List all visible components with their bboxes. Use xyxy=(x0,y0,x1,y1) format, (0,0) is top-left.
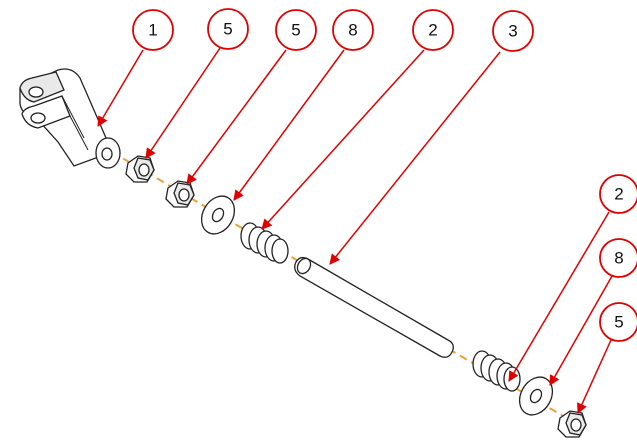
balloon-2b: 2 xyxy=(599,174,637,214)
pin-rod xyxy=(294,256,454,358)
balloon-2a: 2 xyxy=(412,9,454,51)
balloon-5c: 5 xyxy=(599,302,637,342)
spring-1 xyxy=(240,222,289,264)
leader-5b xyxy=(186,49,287,185)
leader-2a xyxy=(261,49,425,230)
balloon-8b: 8 xyxy=(599,238,637,278)
leader-lines xyxy=(97,47,613,414)
leader-2b xyxy=(508,211,610,382)
hex-nut-3 xyxy=(557,410,587,438)
balloon-1: 1 xyxy=(132,9,174,51)
balloon-8a-label: 8 xyxy=(348,21,357,40)
washer-2 xyxy=(518,376,554,416)
balloon-5b: 5 xyxy=(275,9,317,51)
leader-8b xyxy=(549,275,613,386)
balloon-1-label: 1 xyxy=(148,21,157,40)
leader-8a xyxy=(233,49,345,201)
balloon-5a: 5 xyxy=(207,8,249,50)
leader-5a xyxy=(145,47,221,159)
balloon-5c-label: 5 xyxy=(614,313,623,332)
spring-2 xyxy=(472,350,521,392)
balloon-8b-label: 8 xyxy=(614,249,623,268)
leader-1 xyxy=(97,49,144,127)
leader-5c xyxy=(577,339,612,414)
balloon-2b-label: 2 xyxy=(614,185,623,204)
balloon-8a: 8 xyxy=(332,9,374,51)
clevis-part xyxy=(19,68,121,169)
balloon-5b-label: 5 xyxy=(291,21,300,40)
balloon-3-label: 3 xyxy=(508,22,517,41)
balloon-5a-label: 5 xyxy=(223,20,232,39)
balloon-3: 3 xyxy=(492,10,534,52)
hex-nut-1 xyxy=(125,155,155,183)
balloon-2a-label: 2 xyxy=(428,21,437,40)
washer-1 xyxy=(200,195,236,235)
hex-nut-2 xyxy=(165,180,195,208)
leader-3 xyxy=(329,51,501,265)
